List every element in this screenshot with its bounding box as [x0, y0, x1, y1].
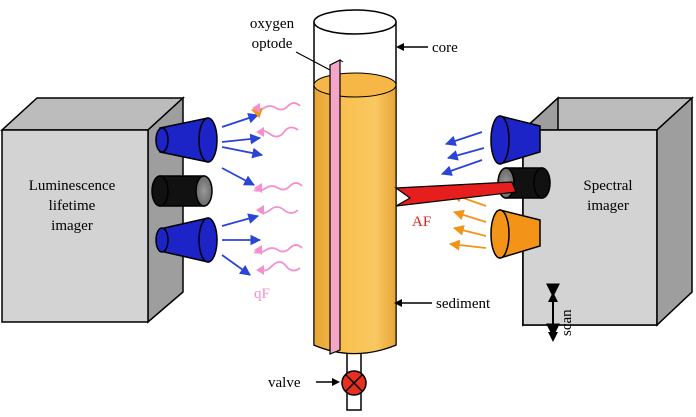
oxygen-optode-strip: [329, 59, 344, 355]
right-orange-lens: [490, 209, 541, 259]
optode-label-line1: oxygen: [250, 16, 295, 32]
luminescence-imager-box: [0, 96, 185, 324]
right-imager-label-line1: Spectral: [583, 178, 632, 194]
af-beam: [394, 181, 517, 207]
valve-label: valve: [268, 375, 301, 391]
optode-pointer-line: [295, 51, 331, 71]
right-excitation-arrows: [440, 131, 485, 176]
left-gray-lens: [151, 175, 213, 207]
valve-icon: [341, 370, 367, 396]
qf-label: qF: [254, 286, 270, 302]
af-label: AF: [412, 214, 431, 230]
core-pointer-arrow: [396, 43, 428, 51]
scan-label: scan: [559, 309, 575, 336]
spectral-imager-box: [521, 96, 694, 327]
core-label: core: [432, 40, 458, 56]
sediment-pointer-arrow: [394, 299, 432, 307]
left-blue-lens-bottom: [155, 217, 218, 263]
optode-label-line2: optode: [252, 36, 293, 52]
up-down-arrow-icon: [546, 283, 560, 342]
left-imager-label-line2: lifetime: [49, 198, 96, 214]
sediment-core: [313, 9, 397, 411]
valve-pointer-arrow: [316, 378, 340, 386]
autofluorescence-arrows: [448, 192, 487, 251]
right-imager-label-line2: imager: [587, 198, 629, 214]
left-imager-label-line3: imager: [51, 218, 93, 234]
left-imager-label-line1: Luminescence: [29, 178, 116, 194]
left-blue-lens-top: [155, 117, 218, 163]
right-blue-lens: [490, 115, 541, 165]
pink-wave-arrowheads: [252, 103, 264, 275]
sediment-label: sediment: [436, 296, 491, 312]
left-arrow-icon: [396, 43, 404, 51]
